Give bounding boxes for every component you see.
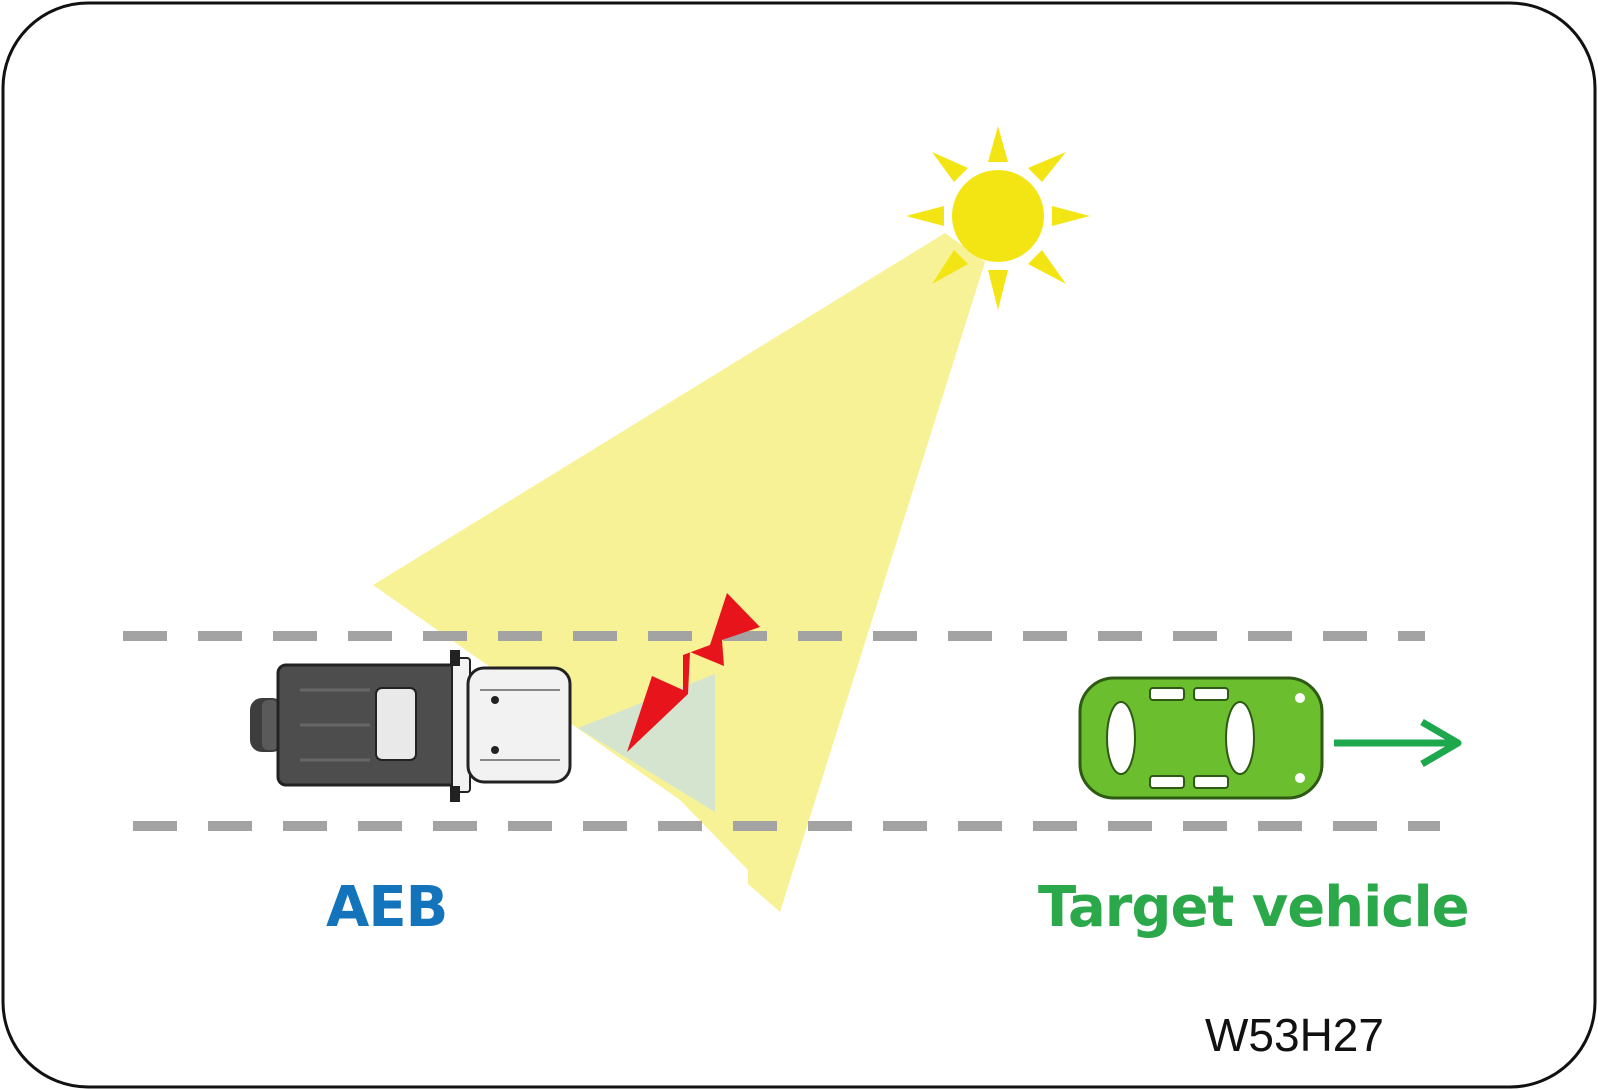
ego-vehicle-label: AEB xyxy=(326,875,448,940)
arrow-right-icon xyxy=(1334,718,1462,768)
sun-icon xyxy=(906,126,1090,310)
lightning-bolt-icon xyxy=(627,593,760,752)
jeep-top-view-icon xyxy=(250,650,572,802)
target-vehicle-label: Target vehicle xyxy=(1038,875,1470,940)
sunlight-beam xyxy=(373,233,985,912)
figure-code: W53H27 xyxy=(1205,1009,1384,1061)
car-top-view-icon xyxy=(1078,676,1324,800)
sensor-detection-cone xyxy=(578,674,715,812)
